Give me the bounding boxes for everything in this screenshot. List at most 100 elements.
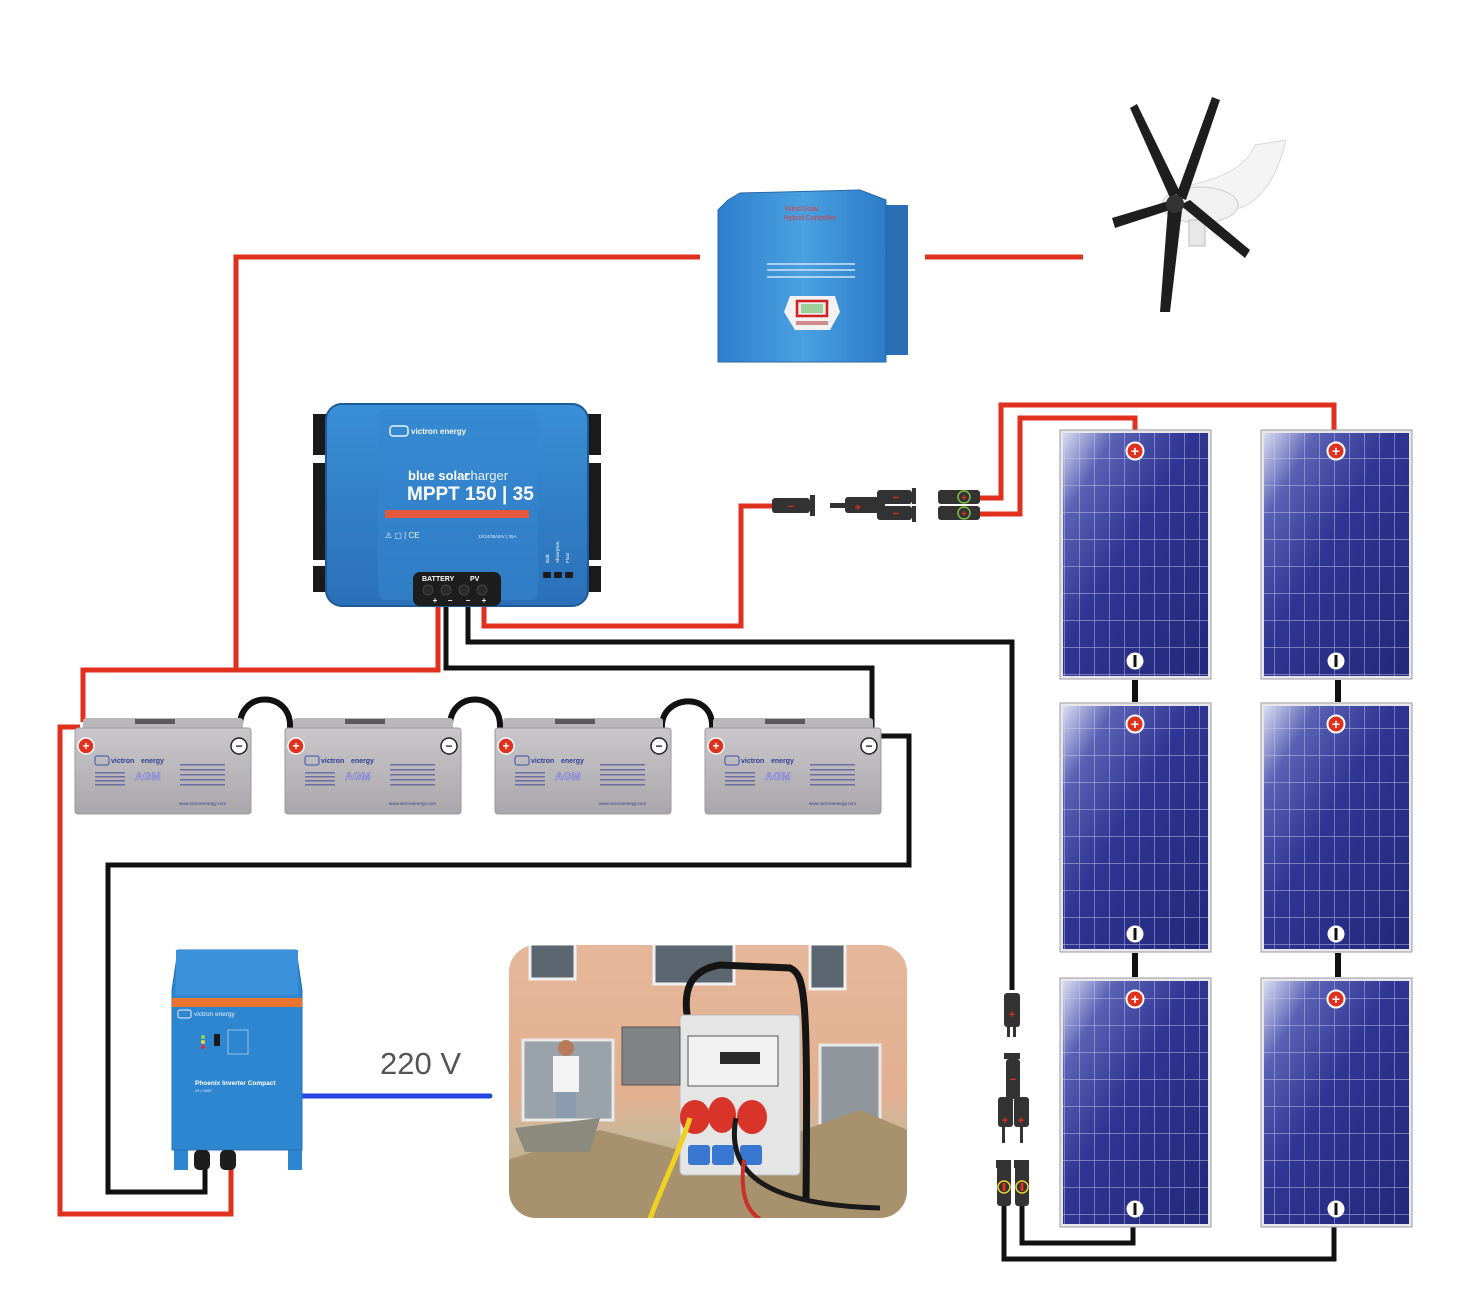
positive-sign: + — [292, 739, 299, 753]
svg-text:+: + — [1002, 1115, 1008, 1127]
turbine-blade — [1112, 200, 1172, 228]
battery-spec-line — [180, 779, 225, 781]
mc4-connector-branch: + − − — [830, 488, 916, 522]
neg-sign — [1020, 1183, 1024, 1191]
turbine-hub — [1166, 195, 1184, 213]
battery-spec-line — [515, 772, 545, 774]
svg-text:+: + — [855, 502, 861, 514]
victron-logo-icon — [177, 1009, 192, 1019]
solar-panel: + — [1260, 429, 1413, 680]
mppt-marks: ⚠ ▢ | CE — [385, 531, 420, 540]
battery-spec-line — [600, 784, 645, 786]
led-label-absorption: Absorption — [555, 541, 560, 563]
battery-brand: victron — [741, 758, 764, 765]
negative-terminal-icon — [230, 737, 248, 755]
victron-logo-icon — [514, 755, 530, 766]
battery-brand: victron — [531, 758, 554, 765]
wire-battery-to-inverter-negative — [105, 733, 912, 1195]
black-cable — [731, 1117, 881, 1211]
battery-brand: victron — [111, 758, 134, 765]
mc4-connector-single-neg: + — [1004, 993, 1020, 1037]
led-label-bulk: Bulk — [545, 553, 550, 563]
positive-sign: + — [502, 739, 509, 753]
positive-terminal-icon — [287, 737, 305, 755]
battery-brand: victron — [321, 758, 344, 765]
battery-spec-line — [95, 784, 125, 786]
battery-body — [494, 727, 672, 815]
battery-spec-line — [95, 776, 125, 778]
inverter-cable-gland — [220, 1150, 236, 1170]
panel-negative-sign — [1334, 655, 1338, 667]
mc4-connector-single: − — [772, 495, 815, 516]
panel-grid — [1264, 433, 1409, 676]
turbine-blade — [1176, 97, 1220, 200]
wire-pv-to-panel-2 — [980, 415, 1138, 517]
panel-positive-icon — [1326, 714, 1346, 734]
battery-spec-line — [95, 772, 125, 774]
panel-negative-sign — [1133, 655, 1137, 667]
wire-pv-to-panel-1 — [980, 402, 1337, 501]
mppt-product-bold: blue solar — [408, 468, 469, 483]
turbine-blade — [1130, 104, 1180, 198]
battery-spec-line — [600, 769, 645, 771]
led-absorption — [554, 572, 562, 578]
battery-spec-line — [725, 776, 755, 778]
inverter-led — [201, 1035, 205, 1039]
mc4-connector-branch-neg: − + + — [998, 1053, 1029, 1143]
positive-sign: + — [712, 739, 719, 753]
battery-spec-line — [305, 780, 335, 782]
battery-spec-line — [810, 764, 855, 766]
battery-spec-line — [725, 780, 755, 782]
battery-jumper-3 — [658, 698, 716, 729]
negative-terminal-icon — [650, 737, 668, 755]
battery-spec-line — [600, 764, 645, 766]
battery-spec-line — [390, 784, 435, 786]
battery-body — [74, 727, 252, 815]
battery-spec-line — [390, 779, 435, 781]
battery-url: www.victronenergy.com — [599, 801, 646, 806]
inverter-brand: victron energy — [194, 1011, 236, 1018]
solar-panel: + — [1059, 977, 1212, 1228]
schuko-socket — [740, 1145, 762, 1165]
battery-spec-line — [180, 764, 225, 766]
victron-logo-icon — [304, 755, 320, 766]
battery-body — [704, 727, 882, 815]
schuko-socket — [688, 1145, 710, 1165]
panel-grid — [1063, 981, 1208, 1224]
battery-type: AGM — [345, 771, 371, 783]
solar-panel: + — [1260, 977, 1413, 1228]
battery-spec-line — [600, 774, 645, 776]
panel-positive-sign: + — [1131, 991, 1139, 1007]
battery-handle — [765, 719, 805, 724]
load-photo — [508, 944, 908, 1219]
battery-jumper-2 — [446, 696, 504, 729]
schuko-socket — [712, 1145, 734, 1165]
terminal-sign: − — [448, 596, 453, 605]
wire-mppt-battery-negative — [443, 604, 875, 738]
terminal-label-pv: PV — [470, 576, 480, 583]
mppt-charger: victron energy blue solar charger MPPT 1… — [313, 403, 601, 607]
worker-body — [553, 1056, 579, 1092]
negative-sign: − — [235, 739, 242, 753]
terminal-sign: + — [482, 596, 487, 605]
negative-sign: − — [445, 739, 452, 753]
victron-logo-icon — [94, 755, 110, 766]
led-bulk — [543, 572, 551, 578]
controller-label-line1: Wind/Solar — [785, 206, 820, 213]
pv-connectors-bottom: + − + + — [996, 993, 1029, 1206]
mppt-rating: 12/24/36/48V | 35A — [478, 534, 516, 539]
battery-spec-line — [390, 769, 435, 771]
svg-text:−: − — [893, 508, 899, 520]
battery-brand-2: energy — [771, 758, 794, 765]
mc4-connector-panel-side-neg — [996, 1160, 1029, 1206]
solar-panel: + — [1260, 702, 1413, 953]
inverter-model: Phoenix Inverter Compact — [195, 1080, 276, 1087]
battery-spec-line — [515, 784, 545, 786]
panel-positive-icon — [1326, 441, 1346, 461]
panel-grid — [1264, 706, 1409, 949]
ac-voltage-label: 220 V — [380, 1046, 461, 1081]
